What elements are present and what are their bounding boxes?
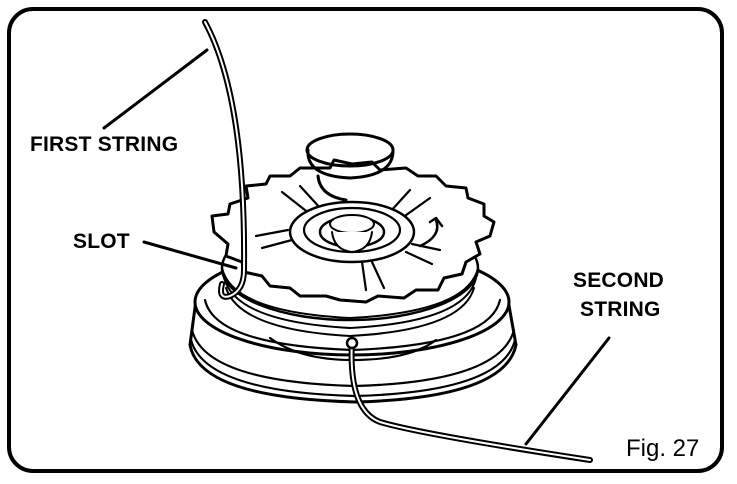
label-first-string: FIRST STRING — [30, 133, 179, 156]
leader-slot — [142, 240, 238, 270]
leader-first-string — [102, 48, 209, 130]
string-eyelet — [345, 336, 359, 350]
second-string-core — [350, 339, 591, 461]
figure-caption: Fig. 27 — [626, 435, 700, 462]
label-second-string-line1: SECOND — [573, 269, 665, 292]
spool-hub — [288, 200, 416, 264]
spring — [305, 132, 395, 202]
label-second-string-line2: STRING — [580, 298, 661, 321]
hub-arrow — [418, 216, 444, 248]
first-string-core — [204, 21, 246, 298]
label-slot: SLOT — [73, 230, 130, 253]
leader-lines — [102, 48, 611, 446]
leader-second-string — [524, 336, 611, 446]
